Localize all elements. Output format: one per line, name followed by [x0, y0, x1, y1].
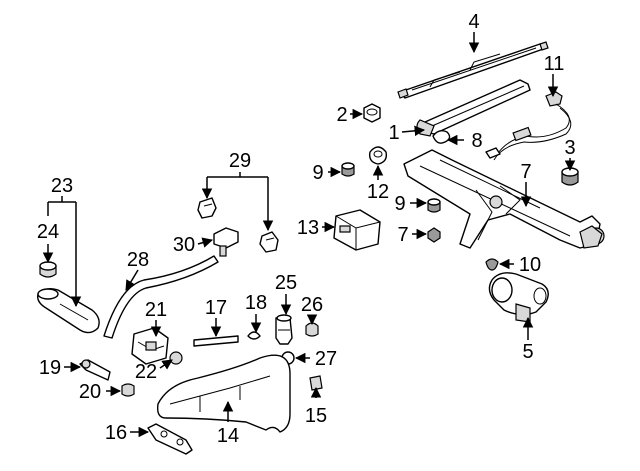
- callout-17: 17: [205, 297, 227, 319]
- callout-2: 2: [336, 104, 347, 126]
- bolt-lower: [427, 198, 441, 213]
- callout-9-upper: 9: [312, 162, 323, 184]
- callout-25: 25: [275, 272, 297, 294]
- callout-8: 8: [471, 130, 482, 152]
- nut-small: [427, 227, 441, 243]
- bolt-upper: [341, 162, 355, 177]
- clip: [485, 258, 499, 271]
- callout-12: 11: [544, 53, 565, 75]
- callout-11: 12: [367, 181, 389, 203]
- callout-21: 21: [145, 299, 167, 321]
- nut: [363, 103, 381, 123]
- callout-14: 14: [217, 425, 239, 447]
- short-hose: [193, 335, 239, 347]
- callout-20: 20: [79, 381, 101, 403]
- reservoir-cap: [39, 261, 57, 278]
- callout-22: 22: [135, 361, 157, 383]
- grommet-small: [169, 351, 183, 365]
- washer-hose: [103, 255, 219, 339]
- callout-16: 16: [105, 422, 127, 444]
- callout-28: 29: [229, 150, 251, 172]
- wiper-blade: [397, 41, 549, 99]
- callout-29: 28: [127, 249, 149, 271]
- callout-18: 18: [245, 292, 267, 314]
- pump-bracket: [131, 327, 169, 365]
- hose-clip: [247, 331, 261, 340]
- arm-cap: [432, 129, 451, 144]
- hose-connector: [79, 359, 111, 381]
- grommet-pump: [305, 322, 319, 337]
- callout-labels: 4 11 2 1 8 3 9 12 7 9 13 7 10 5 29 30 28…: [37, 11, 576, 447]
- callout-10: 10: [519, 254, 541, 276]
- mounting-bracket: [147, 423, 193, 455]
- plug: [121, 383, 135, 397]
- washer-nozzle-right: [259, 231, 279, 253]
- wiring-harness: [485, 91, 572, 161]
- callout-6: 7: [520, 161, 531, 183]
- washer-reservoir: [156, 354, 291, 433]
- callout-7: 7: [397, 224, 408, 246]
- level-sensor: [309, 375, 323, 391]
- callout-4: 4: [468, 11, 479, 33]
- callout-1: 1: [388, 122, 399, 144]
- wiper-motor: [488, 272, 549, 323]
- callout-24: 24: [37, 221, 59, 243]
- callout-23: 23: [51, 175, 73, 197]
- control-module: [333, 209, 381, 251]
- washer-pump: [275, 314, 293, 345]
- washer-nozzle-left: [197, 197, 217, 219]
- cap-nut: [561, 167, 579, 186]
- grommet: [368, 146, 388, 165]
- callout-3: 3: [564, 137, 575, 159]
- callout-15: 15: [305, 405, 327, 427]
- callout-5: 5: [522, 341, 533, 363]
- callout-9-lower: 9: [394, 193, 405, 215]
- callout-27: 27: [315, 348, 337, 370]
- callout-30: 30: [173, 234, 195, 256]
- wiper-linkage-frame: [403, 149, 605, 249]
- callout-13: 13: [297, 217, 319, 239]
- callout-26: 26: [301, 294, 323, 316]
- nozzle-connector: [213, 227, 239, 257]
- leader-lines: [42, 32, 576, 438]
- filler-neck: [36, 287, 100, 334]
- callout-19: 19: [39, 357, 61, 379]
